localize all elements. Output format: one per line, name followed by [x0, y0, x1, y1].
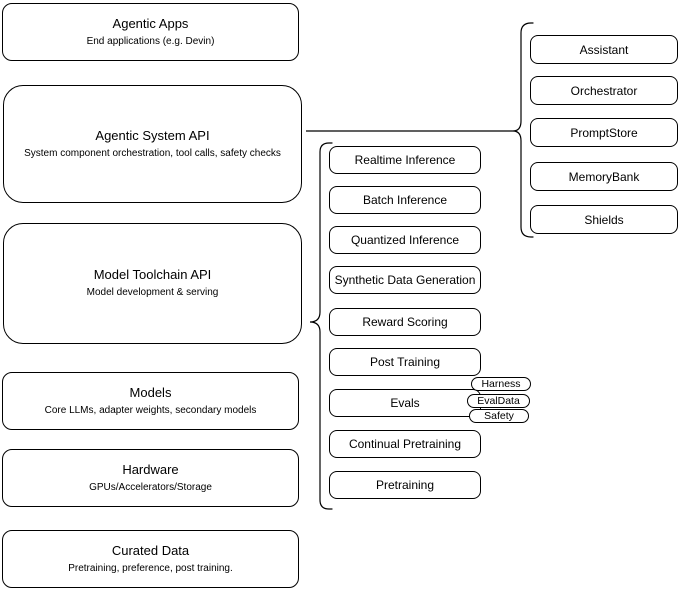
toolchain-item-synthetic-data-generation: Synthetic Data Generation	[329, 266, 481, 294]
node-title: Agentic System API	[95, 127, 210, 143]
node-curated-data: Curated Data Pretraining, preference, po…	[2, 530, 299, 588]
toolchain-item-post-training: Post Training	[329, 348, 481, 376]
node-agentic-system-api: Agentic System API System component orch…	[3, 85, 302, 203]
component-item-assistant: Assistant	[530, 35, 678, 64]
node-subtitle: GPUs/Accelerators/Storage	[89, 481, 212, 493]
toolchain-item-batch-inference: Batch Inference	[329, 186, 481, 214]
toolchain-item-reward-scoring: Reward Scoring	[329, 308, 481, 336]
component-item-orchestrator: Orchestrator	[530, 76, 678, 105]
toolchain-item-realtime-inference: Realtime Inference	[329, 146, 481, 174]
node-title: Model Toolchain API	[93, 267, 212, 283]
toolchain-item-continual-pretraining: Continual Pretraining	[329, 430, 481, 458]
toolchain-bracket	[309, 142, 333, 510]
toolchain-item-quantized-inference: Quantized Inference	[329, 226, 481, 254]
node-hardware: Hardware GPUs/Accelerators/Storage	[2, 449, 299, 507]
node-subtitle: End applications (e.g. Devin)	[86, 35, 215, 47]
node-subtitle: Core LLMs, adapter weights, secondary mo…	[44, 404, 257, 416]
node-title: Agentic Apps	[112, 15, 189, 31]
node-subtitle: System component orchestration, tool cal…	[24, 147, 281, 159]
node-subtitle: Model development & serving	[86, 287, 219, 299]
node-agentic-apps: Agentic Apps End applications (e.g. Devi…	[2, 3, 299, 61]
evals-tag-safety: Safety	[469, 409, 529, 423]
evals-tag-harness: Harness	[471, 377, 531, 391]
toolchain-item-evals: Evals	[329, 389, 481, 417]
node-title: Models	[129, 384, 172, 400]
node-title: Curated Data	[111, 542, 190, 558]
components-bracket	[512, 22, 534, 238]
component-item-shields: Shields	[530, 205, 678, 234]
node-model-toolchain-api: Model Toolchain API Model development & …	[3, 223, 302, 344]
component-item-promptstore: PromptStore	[530, 118, 678, 147]
toolchain-item-pretraining: Pretraining	[329, 471, 481, 499]
evals-tag-evaldata: EvalData	[467, 394, 530, 408]
node-models: Models Core LLMs, adapter weights, secon…	[2, 372, 299, 430]
node-title: Hardware	[122, 461, 179, 477]
node-subtitle: Pretraining, preference, post training.	[68, 562, 233, 574]
component-item-memorybank: MemoryBank	[530, 162, 678, 191]
